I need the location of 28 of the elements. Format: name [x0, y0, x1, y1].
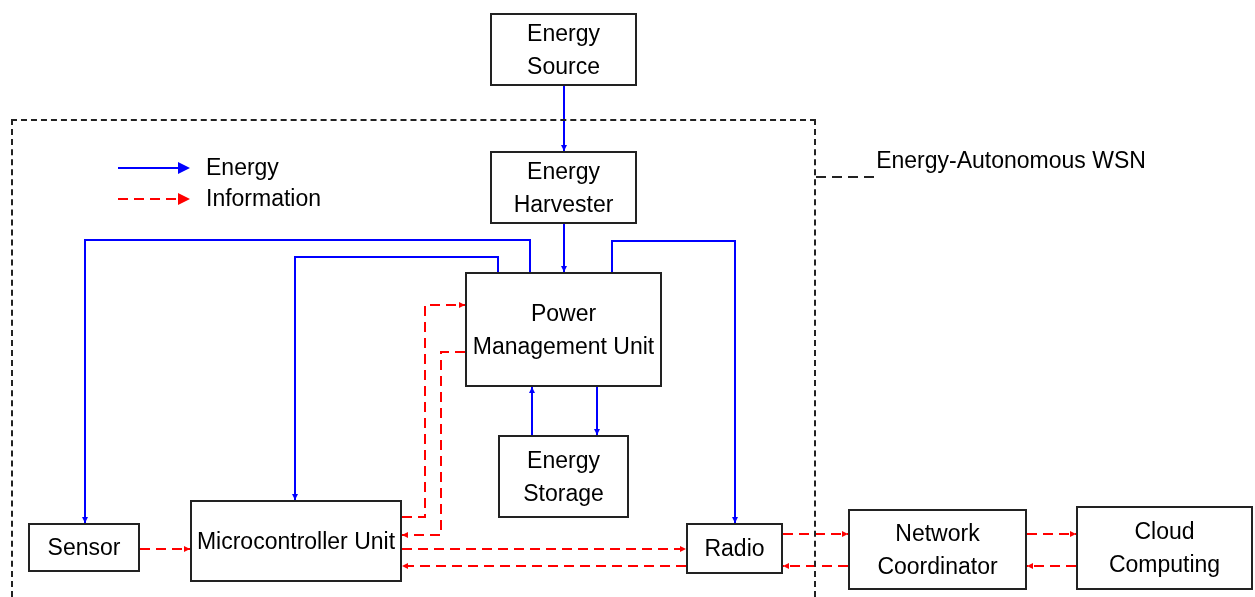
arrow — [292, 256, 499, 501]
arrow — [82, 239, 531, 524]
arrow — [401, 563, 687, 569]
arrow — [782, 563, 849, 569]
process-box: Energy Harvester — [490, 151, 637, 224]
arrow — [401, 302, 466, 518]
arrow — [529, 386, 535, 436]
legend-label: Energy — [206, 153, 279, 182]
arrow — [1026, 563, 1077, 569]
arrow — [401, 546, 687, 552]
arrow — [561, 85, 567, 152]
arrow — [561, 223, 567, 273]
arrow — [611, 240, 738, 524]
process-box: Sensor — [28, 523, 140, 572]
process-box: Energy Storage — [498, 435, 629, 518]
arrow — [782, 531, 849, 537]
process-box: Network Coordinator — [848, 509, 1027, 590]
process-box: Radio — [686, 523, 783, 574]
process-box: Power Management Unit — [465, 272, 662, 387]
arrow — [401, 351, 466, 538]
process-box: Microcontroller Unit — [190, 500, 402, 582]
process-box: Cloud Computing — [1076, 506, 1253, 590]
arrow — [139, 546, 191, 552]
arrow — [594, 386, 600, 436]
legend-label: Information — [206, 184, 322, 213]
process-box: Energy Source — [490, 13, 637, 86]
arrow — [1026, 531, 1077, 537]
region-title: Energy-Autonomous WSN — [876, 146, 1146, 175]
